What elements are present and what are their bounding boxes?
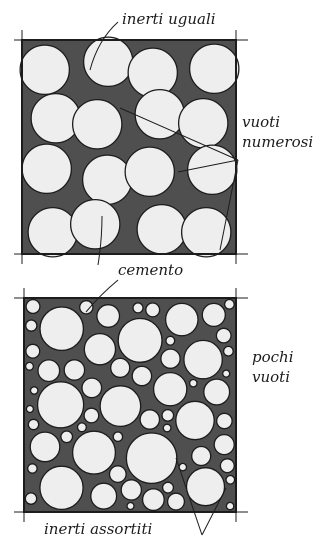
label-vuoti: vuoti [242, 113, 280, 131]
aggregate-particle [26, 344, 40, 358]
aggregate-particle [132, 366, 151, 385]
aggregate-particle [61, 431, 73, 443]
aggregate-particle [143, 489, 165, 511]
aggregate-particle [225, 300, 235, 310]
aggregate-particle [20, 45, 69, 94]
aggregate-particle [82, 378, 102, 398]
aggregate-particle [83, 155, 132, 204]
aggregate-particle [73, 431, 116, 474]
aggregate-particle [84, 408, 99, 423]
aggregate-particle [224, 346, 234, 356]
aggregate-particle [154, 373, 187, 406]
aggregate-particle [38, 360, 60, 382]
aggregate-particle [162, 410, 174, 422]
aggregate-particle [188, 145, 237, 194]
aggregate-particle [64, 360, 84, 380]
aggregate-particle [22, 144, 71, 193]
aggregate-particle [28, 208, 77, 257]
label-vuoti-bottom: vuoti [252, 368, 290, 386]
aggregate-particle [214, 435, 234, 455]
label-inerti-uguali: inerti uguali [122, 10, 216, 28]
aggregate-particle [135, 90, 184, 139]
aggregate-particle [137, 205, 186, 254]
aggregate-particle [73, 100, 122, 149]
aggregate-particle [26, 362, 34, 370]
aggregate-particle [133, 303, 143, 313]
aggregate-particle [26, 320, 37, 331]
aggregate-particle [204, 379, 230, 405]
aggregate-particle [91, 483, 117, 509]
aggregate-particle [168, 493, 185, 510]
aggregate-particle [202, 303, 225, 326]
aggregate-particle [121, 480, 141, 500]
aggregate-particle [140, 410, 159, 429]
label-inerti-assortiti: inerti assortiti [44, 520, 152, 538]
aggregate-particle [127, 503, 134, 510]
label-pochi: pochi [252, 348, 294, 366]
aggregate-particle [223, 370, 230, 377]
aggregate-particle [97, 305, 120, 328]
aggregate-particle [176, 401, 214, 439]
graded-aggregate-panel [14, 288, 248, 522]
aggregate-particle [110, 466, 127, 483]
aggregate-particle [163, 482, 174, 493]
aggregate-particle [26, 300, 40, 314]
aggregate-particle [187, 468, 225, 506]
aggregate-particle [40, 466, 83, 509]
aggregate-particle [161, 349, 180, 368]
aggregate-particle [111, 358, 130, 377]
aggregate-particle [78, 423, 87, 432]
aggregate-particle [84, 37, 133, 86]
aggregate-particle [216, 328, 231, 343]
aggregate-particle [40, 307, 83, 350]
aggregate-particle [26, 406, 33, 413]
uniform-aggregate-panel [14, 30, 248, 264]
label-numerosi: numerosi [242, 133, 313, 151]
aggregate-particle [28, 464, 37, 473]
aggregate-particle [179, 99, 228, 148]
aggregate-particle [118, 319, 162, 363]
aggregate-particle [166, 336, 175, 345]
aggregate-particle [190, 380, 197, 387]
aggregate-particle [100, 386, 141, 427]
aggregate-particle [31, 387, 38, 394]
aggregate-particle [166, 303, 198, 335]
aggregate-particle [226, 476, 235, 485]
aggregate-particle [192, 447, 211, 466]
aggregate-particle [128, 48, 177, 97]
aggregate-particle [125, 147, 174, 196]
aggregate-particle [217, 413, 232, 428]
aggregate-particle [84, 334, 115, 365]
aggregate-particle [71, 200, 120, 249]
aggregate-particle [28, 419, 38, 429]
aggregate-particle [184, 340, 222, 378]
aggregate-particle [38, 382, 84, 428]
aggregate-particle [163, 424, 171, 432]
label-cemento: cemento [118, 261, 183, 279]
aggregate-particle [126, 433, 176, 483]
aggregate-particle [190, 44, 239, 93]
aggregate-particle [226, 502, 233, 509]
aggregate-particle [113, 432, 122, 441]
aggregate-particle [30, 432, 60, 462]
aggregate-particle [146, 303, 160, 317]
aggregate-particle [220, 459, 234, 473]
aggregate-particle [25, 493, 36, 504]
